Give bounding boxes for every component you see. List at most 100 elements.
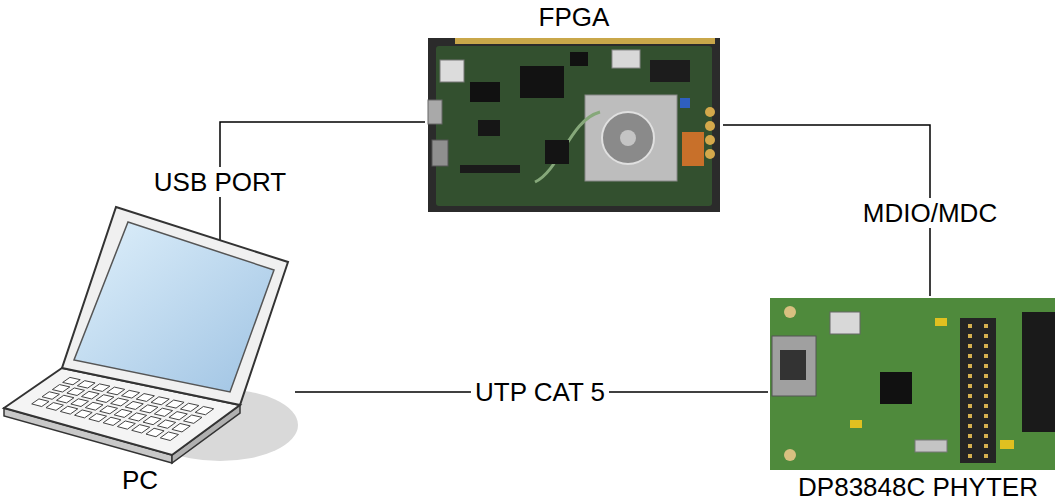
keyboard-key <box>85 402 103 410</box>
rj45-opening <box>780 350 806 380</box>
header-pin <box>968 364 972 368</box>
header-pin <box>984 374 988 378</box>
header-pin <box>984 334 988 338</box>
header-pin <box>968 384 972 388</box>
mounting-hole <box>784 449 796 461</box>
keyboard-key <box>77 381 95 388</box>
connector <box>432 140 448 166</box>
board-node: PC <box>0 198 295 498</box>
header-pin <box>984 354 988 358</box>
laptop-screen <box>74 222 274 392</box>
header-pin <box>984 424 988 428</box>
connector <box>1022 312 1055 432</box>
keyboard-key <box>184 415 202 423</box>
ic-chip <box>520 66 564 98</box>
laptop-illustration <box>4 198 298 463</box>
keyboard-key <box>81 391 99 399</box>
header-pin <box>968 434 972 438</box>
keyboard-key <box>143 416 161 424</box>
header-pin <box>968 414 972 418</box>
header-pin <box>968 444 972 448</box>
keyboard-key <box>89 414 107 422</box>
keyboard-key <box>75 410 93 418</box>
keyboard-key <box>63 377 81 384</box>
keyboard-key <box>146 428 164 436</box>
keyboard-key <box>32 399 49 407</box>
keyboard-key <box>172 423 190 431</box>
header-pin <box>968 454 972 458</box>
ic-chip <box>478 120 500 136</box>
keyboard-key <box>125 401 143 409</box>
header-pin <box>968 344 972 348</box>
board-case <box>428 38 720 212</box>
keyboard-key <box>195 406 214 414</box>
header-pin <box>984 364 988 368</box>
keyboard-key <box>169 412 187 420</box>
header-pin <box>968 324 972 328</box>
keyboard-key <box>56 395 73 403</box>
phy-chip <box>880 372 912 404</box>
component <box>682 132 704 166</box>
header-pin <box>984 414 988 418</box>
phyter-board-illustration <box>770 298 1055 470</box>
sma-connector <box>705 135 715 145</box>
keyboard-key <box>180 403 198 411</box>
pcb <box>770 298 1055 470</box>
component <box>680 98 690 108</box>
keyboard-key <box>166 400 184 408</box>
keyboard-key <box>151 397 169 405</box>
header-pins <box>968 324 988 458</box>
pin-header <box>960 318 996 463</box>
board-node: FPGA <box>425 4 723 214</box>
edge-connector <box>455 38 715 44</box>
header-pin <box>968 334 972 338</box>
keyboard-key <box>160 432 178 441</box>
usb-wire <box>219 198 221 241</box>
sma-connector <box>705 107 715 117</box>
pcb <box>436 46 712 206</box>
rj45-jack <box>772 336 816 396</box>
mounting-hole <box>784 306 796 318</box>
crystal <box>915 440 947 452</box>
keyboard-key <box>122 390 140 398</box>
ic-chip <box>570 52 588 66</box>
header-pin <box>984 384 988 388</box>
ic-chip <box>545 140 569 164</box>
keyboard-key <box>136 394 154 402</box>
header-pin <box>968 404 972 408</box>
fpga-board-illustration <box>428 38 720 212</box>
component <box>460 165 520 173</box>
header-pin <box>968 354 972 358</box>
capacitor <box>850 420 862 428</box>
capacitor <box>1000 440 1014 449</box>
fan <box>602 112 654 164</box>
usb-connector <box>428 100 442 124</box>
header-pin <box>984 444 988 448</box>
keyboard-key <box>52 385 69 392</box>
header-pin <box>984 394 988 398</box>
keyboard-key <box>111 398 129 406</box>
wire <box>535 112 600 182</box>
header-pin <box>984 454 988 458</box>
keyboard-key <box>92 384 110 392</box>
ic-chip <box>470 82 500 102</box>
component <box>612 50 640 68</box>
fan-hub <box>620 130 636 146</box>
keyboard-key <box>46 403 63 411</box>
connection-label: UTP CAT 5 <box>471 377 609 407</box>
header-pin <box>984 344 988 348</box>
keyboard-key <box>96 395 114 403</box>
node-label: PC <box>122 467 158 493</box>
keyboard-key <box>100 406 118 414</box>
keyboard-key <box>129 413 147 421</box>
keyboard-key <box>60 406 77 414</box>
keyboard-key <box>107 387 125 395</box>
keyboard-key <box>140 405 158 413</box>
keyboard-key <box>157 420 175 428</box>
ic-chip <box>650 60 690 82</box>
keyboard-key <box>71 399 89 407</box>
connection-label: USB PORT <box>150 167 290 197</box>
